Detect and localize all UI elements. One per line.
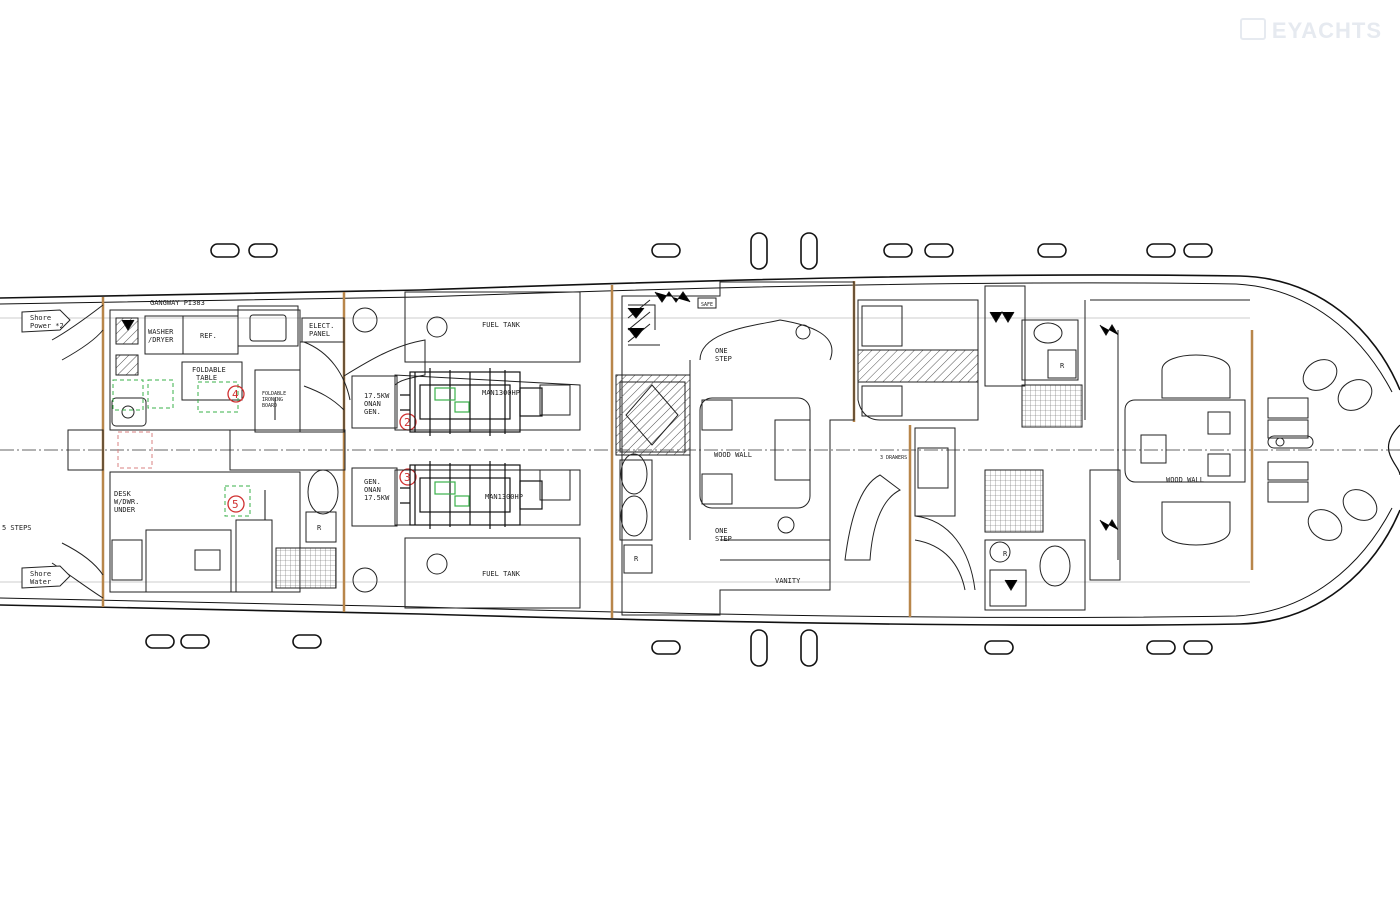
engine-top — [400, 368, 543, 436]
label-elect: ELECT. — [309, 322, 334, 330]
marker-2: 2 — [404, 416, 411, 429]
label-gen-bot-2: ONAN — [364, 486, 381, 494]
label-engine-top: MAN1300HP — [482, 389, 520, 397]
watermark-text: EYACHTS — [1271, 18, 1382, 43]
label-ref: REF. — [200, 332, 217, 340]
label-drawers: 3 DRAWERS — [880, 455, 907, 461]
hull-outline — [0, 274, 1400, 627]
label-r-crew: R — [317, 524, 322, 532]
label-desk-3: UNDER — [114, 506, 136, 514]
engine-bottom — [400, 461, 543, 529]
marker-4: 4 — [232, 388, 239, 401]
portholes — [145, 232, 1213, 667]
label-shore-water-2: Water — [30, 578, 51, 586]
label-washer-2: /DRYER — [148, 336, 174, 344]
label-one-step-top-2: STEP — [715, 355, 732, 363]
label-wood-wall-fwd: WOOD WALL — [1166, 476, 1204, 484]
label-ironing-3: BOARD — [262, 403, 277, 409]
label-r-fwd-top: R — [1060, 362, 1065, 370]
label-safe: SAFE — [701, 302, 713, 308]
watermark-logo: EYACHTS — [1239, 18, 1382, 44]
label-r-mid: R — [634, 555, 639, 563]
logo-icon — [1239, 18, 1266, 40]
label-desk-2: W/DWR. — [114, 498, 139, 506]
label-fuel-tank-bot: FUEL TANK — [482, 570, 521, 578]
label-wood-wall-mid: WOOD WALL — [714, 451, 752, 459]
label-ironing: FOLDABLE — [262, 391, 286, 397]
label-steps: 5 STEPS — [2, 524, 32, 532]
label-fuel-tank-top: FUEL TANK — [482, 321, 521, 329]
label-engine-bot: MAN1300HP — [485, 493, 523, 501]
label-vanity: VANITY — [775, 577, 801, 585]
label-foldable-table-2: TABLE — [196, 374, 217, 382]
marker-3: 3 — [404, 471, 411, 484]
label-shore-power: Shore — [30, 314, 51, 322]
label-one-step-bot: ONE — [715, 527, 728, 535]
crew-area — [51, 304, 351, 599]
label-gen-bot-3: 17.5KW — [364, 494, 390, 502]
label-gangway: GANGWAY PI383 — [150, 299, 205, 307]
equipment-markers — [112, 379, 251, 517]
bow-area — [1267, 359, 1378, 541]
label-elect-2: PANEL — [309, 330, 330, 338]
label-gen-top-3: GEN. — [364, 408, 381, 416]
fender-marks — [121, 291, 1119, 591]
label-shore-power-2: Power *2 — [30, 322, 64, 330]
forward-cabins — [857, 285, 1250, 611]
label-ironing-2: IRONING — [262, 397, 283, 403]
marker-5: 5 — [232, 498, 239, 511]
plan-labels: Shore Power *2 Shore Water GANGWAY PI383… — [2, 299, 1204, 586]
label-desk: DESK — [114, 490, 132, 498]
label-shore-water: Shore — [30, 570, 51, 578]
label-gen-bot: GEN. — [364, 478, 381, 486]
label-washer: WASHER — [148, 328, 174, 336]
label-r-fwd-bot: R — [1003, 550, 1008, 558]
label-gen-top-2: ONAN — [364, 400, 381, 408]
label-gen-top: 17.5KW — [364, 392, 390, 400]
engine-room — [343, 291, 581, 609]
label-one-step-bot-2: STEP — [715, 535, 732, 543]
guest-mid-area — [615, 281, 901, 616]
label-one-step-top: ONE — [715, 347, 728, 355]
shore-connections — [21, 309, 71, 589]
label-foldable-table: FOLDABLE — [192, 366, 226, 374]
